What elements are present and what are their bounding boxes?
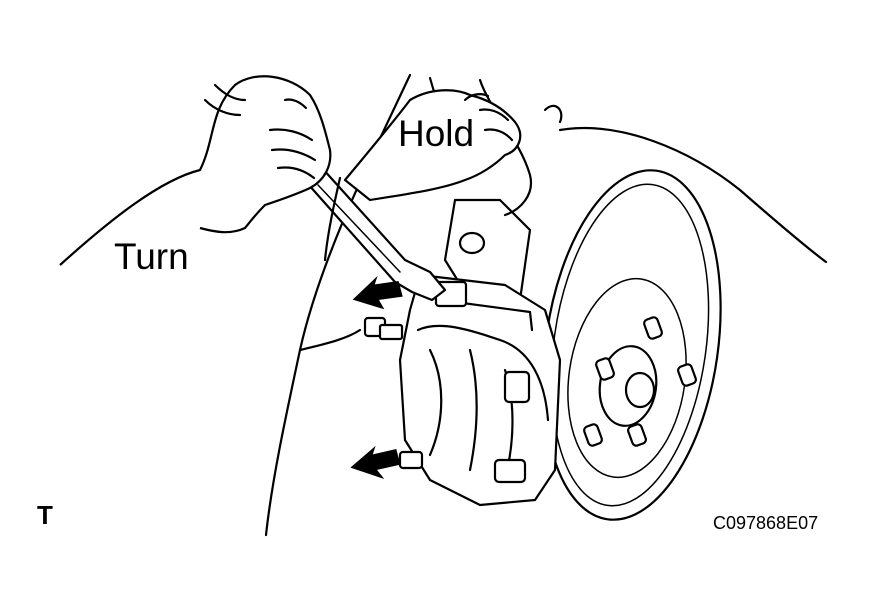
arm-outline bbox=[298, 176, 362, 352]
arrow-icon bbox=[352, 275, 403, 310]
hold-label: Hold bbox=[398, 113, 475, 154]
brake-caliper-icon bbox=[363, 273, 562, 507]
figure-code: C097868E07 bbox=[713, 513, 819, 533]
brake-disc-icon bbox=[542, 169, 722, 521]
turn-label: Turn bbox=[114, 236, 189, 277]
arrow-icon bbox=[350, 445, 401, 479]
hand-icon bbox=[343, 89, 522, 202]
hand-icon bbox=[59, 75, 332, 266]
corner-mark: T bbox=[37, 500, 53, 530]
wheel-studs bbox=[583, 316, 697, 447]
wrench-icon bbox=[298, 166, 447, 302]
